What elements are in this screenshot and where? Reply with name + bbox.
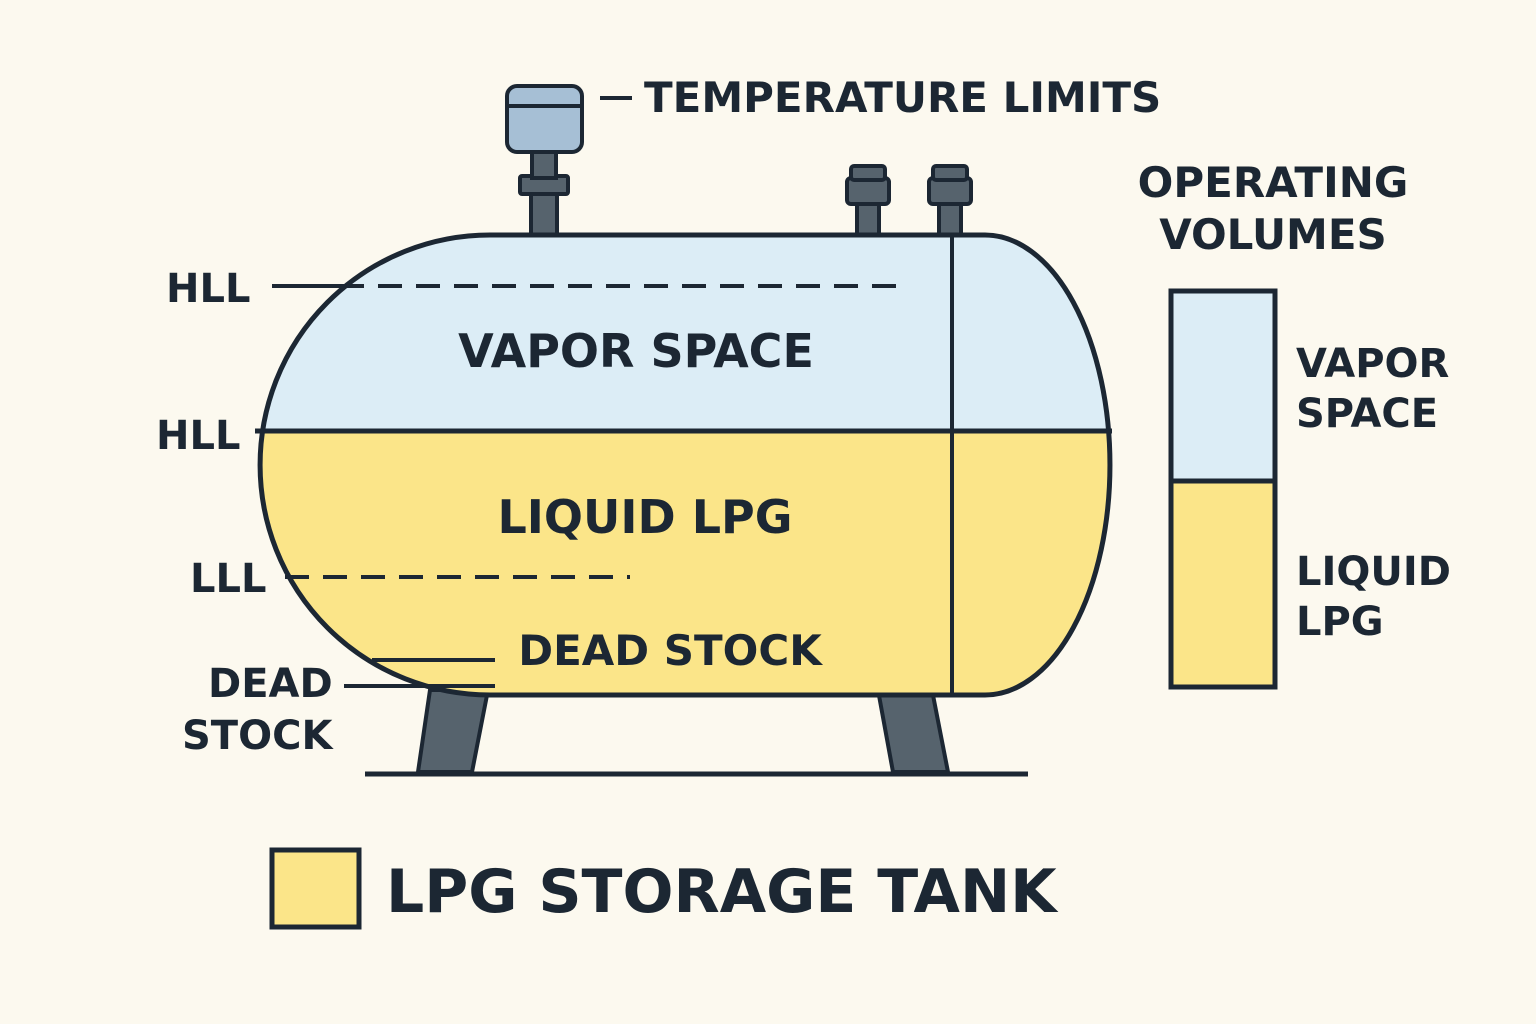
dead-stock-side-label-line1: DEAD <box>208 661 333 707</box>
hll-upper-label: HLL <box>166 266 250 312</box>
dead-stock-inner-label: DEAD STOCK <box>518 626 823 675</box>
vapor-space-region <box>260 235 1110 431</box>
volume-vapor-label-line2: SPACE <box>1296 391 1438 437</box>
volume-vapor-label-line1: VAPOR <box>1296 341 1449 387</box>
vapor-space-label: VAPOR SPACE <box>458 324 814 378</box>
volume-bar-outline <box>1168 288 1278 690</box>
temperature-limits-label: TEMPERATURE LIMITS <box>644 73 1161 122</box>
lll-label: LLL <box>190 556 266 602</box>
nozzle-icon <box>927 164 973 240</box>
operating-volumes-title-line2: VOLUMES <box>1159 210 1387 259</box>
tank-shell <box>257 232 1113 698</box>
tank-leg-right <box>875 688 951 774</box>
nozzle-icon <box>845 164 891 240</box>
volume-bar-liquid <box>1171 481 1275 687</box>
dead-stock-side-label-line2: STOCK <box>182 713 334 759</box>
volume-bar-vapor <box>1171 291 1275 481</box>
liquid-lpg-region <box>260 431 1110 695</box>
volume-liquid-label-line2: LPG <box>1296 599 1384 645</box>
tank-leg-left <box>415 688 491 774</box>
temperature-sensor-icon <box>505 84 584 240</box>
volume-liquid-label-line1: LIQUID <box>1296 549 1451 595</box>
legend-swatch <box>269 847 362 930</box>
legend-label: LPG STORAGE TANK <box>386 857 1059 927</box>
operating-volumes-title-line1: OPERATING <box>1138 158 1409 207</box>
liquid-lpg-label: LIQUID LPG <box>498 490 793 544</box>
hll-lower-label: HLL <box>156 413 240 459</box>
